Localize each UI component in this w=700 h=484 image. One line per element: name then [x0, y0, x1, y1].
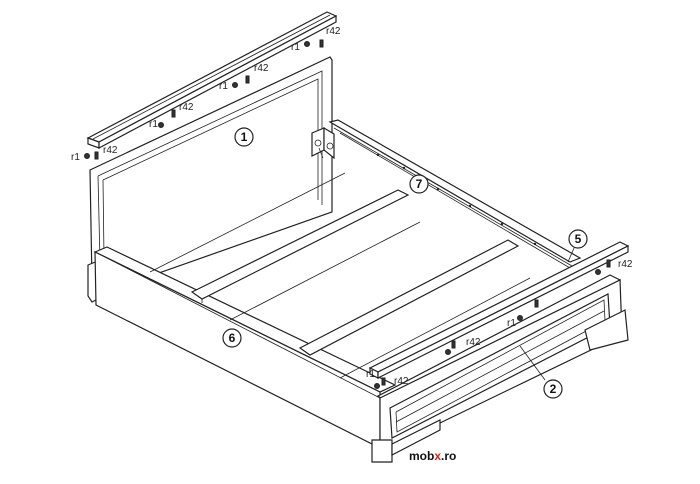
- footboard-top-cap: [368, 241, 630, 379]
- frame-dots: [376, 153, 537, 246]
- screw-label-r1: r1: [507, 318, 516, 329]
- screw-label-r42: r42: [179, 102, 194, 113]
- screw-label-r1: r1: [149, 119, 158, 130]
- callout-number: 7: [416, 177, 423, 191]
- side-frame-left: [93, 246, 397, 449]
- headboard-top-cap: [86, 11, 338, 149]
- screw-label-group: r1 r42 r1 r42 r1 r42 r1 r42 r1 r42 r42 r…: [71, 26, 633, 387]
- callout-number: 1: [241, 130, 248, 144]
- screw-label-r1: r1: [71, 152, 80, 163]
- callout-number: 5: [575, 232, 582, 246]
- headboard: [86, 11, 338, 303]
- screw-label-r1: r1: [291, 42, 300, 53]
- footboard: [368, 241, 630, 463]
- watermark-text: mobx.ro: [409, 449, 456, 463]
- watermark-logo: mobx.ro: [409, 449, 456, 463]
- screw-label-r42: r42: [394, 376, 409, 387]
- dowel-marks: [84, 39, 611, 389]
- slat: [190, 189, 410, 303]
- callout-number: 2: [550, 382, 557, 396]
- screw-label-r42: r42: [618, 259, 633, 270]
- callout-side-frame-left: 6: [222, 328, 242, 348]
- side-frame-right: [328, 119, 582, 269]
- screw-label-r42: r42: [103, 145, 118, 156]
- corner-bracket: [311, 126, 335, 160]
- screw-label-r1: r1: [366, 369, 375, 380]
- callout-slat: 7: [409, 174, 429, 194]
- callout-number: 6: [229, 331, 236, 345]
- callout-headboard: 1: [234, 127, 254, 147]
- screw-label-r1: r1: [219, 81, 228, 92]
- screw-label-r42: r42: [254, 63, 269, 74]
- slat: [298, 239, 520, 356]
- callout-footboard: 2: [519, 345, 563, 399]
- callout-side-frame-right: 5: [567, 229, 588, 263]
- screw-label-r42: r42: [466, 337, 481, 348]
- screw-label-r42: r42: [326, 26, 341, 37]
